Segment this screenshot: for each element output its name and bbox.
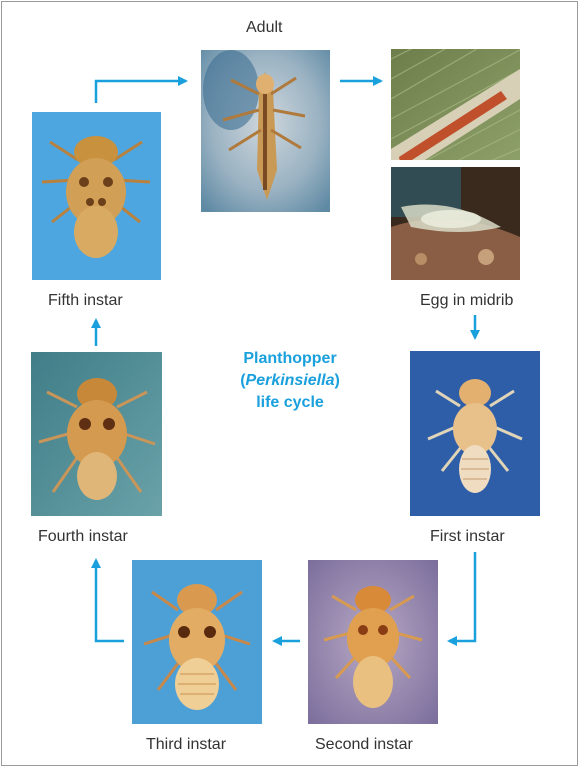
arrow-first-to-second bbox=[449, 552, 475, 641]
arrow-third-to-fourth bbox=[96, 560, 124, 641]
arrow-fifth-to-adult bbox=[96, 81, 186, 103]
